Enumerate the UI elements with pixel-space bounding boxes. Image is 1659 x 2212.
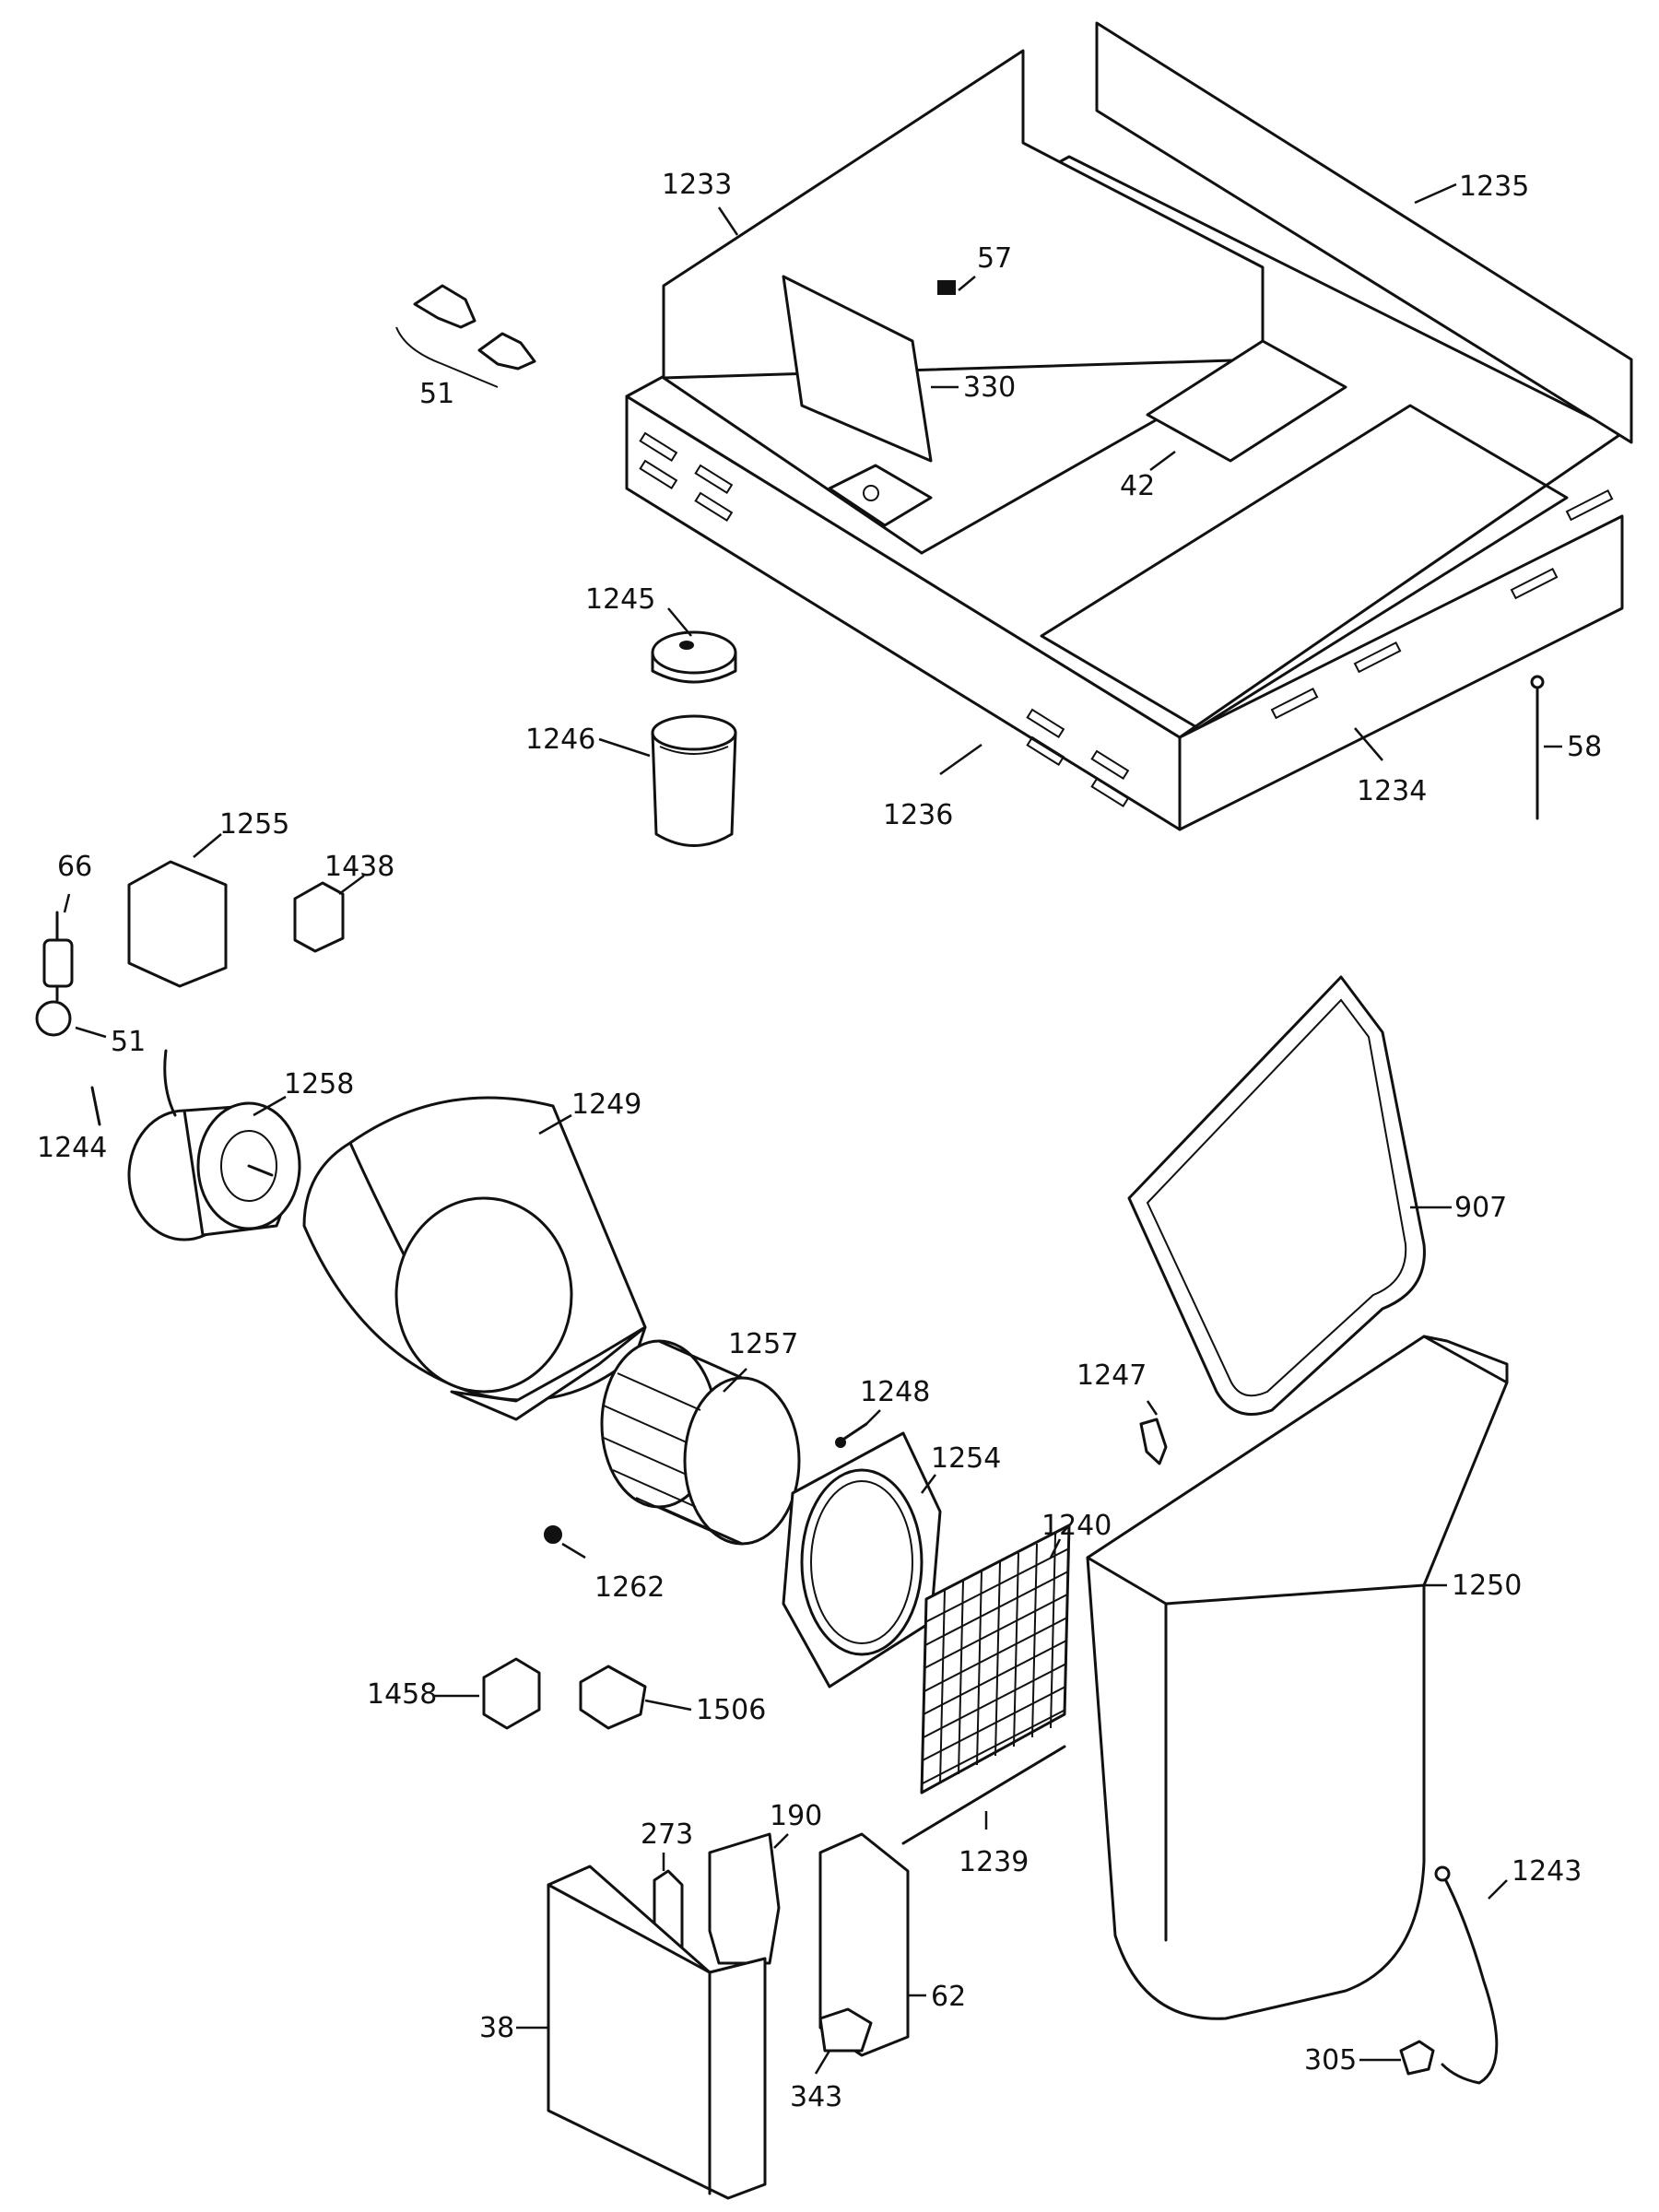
plug-connector-b bbox=[579, 1665, 647, 1730]
callout-1244: 1244 bbox=[37, 1132, 107, 1164]
plug-connector-a bbox=[482, 1657, 541, 1730]
blower-housing bbox=[302, 1096, 647, 1421]
callout-1234: 1234 bbox=[1357, 775, 1427, 807]
callout-1240: 1240 bbox=[1041, 1510, 1112, 1542]
callout-190: 190 bbox=[770, 1800, 822, 1832]
callout-1258: 1258 bbox=[284, 1068, 354, 1100]
leader-lines bbox=[63, 182, 1562, 2075]
callout-1255: 1255 bbox=[219, 808, 289, 841]
callout-1233: 1233 bbox=[662, 169, 732, 201]
screen-strip bbox=[901, 1745, 1066, 1845]
blower-wheel bbox=[600, 1339, 801, 1546]
callout-1257: 1257 bbox=[728, 1328, 798, 1360]
callout-57: 57 bbox=[977, 242, 1012, 275]
callout-38: 38 bbox=[479, 2012, 514, 2044]
callout-1250: 1250 bbox=[1452, 1570, 1522, 1602]
callout-1248: 1248 bbox=[860, 1376, 930, 1408]
callout-1236: 1236 bbox=[883, 799, 953, 831]
jar bbox=[651, 714, 737, 847]
wire-screen bbox=[920, 1524, 1071, 1794]
callout-1254: 1254 bbox=[931, 1442, 1001, 1475]
gasket-clip bbox=[1139, 1418, 1168, 1465]
relay-block bbox=[293, 881, 345, 953]
clip-pair bbox=[395, 284, 536, 388]
callout-51-left: 51 bbox=[111, 1026, 146, 1058]
callout-42: 42 bbox=[1120, 470, 1155, 502]
callout-1246: 1246 bbox=[525, 724, 595, 756]
callout-51: 51 bbox=[419, 378, 454, 410]
callout-62: 62 bbox=[931, 1981, 966, 2013]
callout-1245: 1245 bbox=[585, 583, 655, 616]
callout-1243: 1243 bbox=[1512, 1855, 1582, 1888]
callout-66: 66 bbox=[57, 851, 92, 883]
tie-rod bbox=[1530, 675, 1545, 820]
callout-1458: 1458 bbox=[367, 1678, 437, 1711]
jar-lid bbox=[651, 630, 737, 684]
callout-58: 58 bbox=[1567, 731, 1602, 763]
callout-1506: 1506 bbox=[696, 1694, 766, 1726]
sensor-wire bbox=[1434, 1865, 1499, 2085]
callout-1235: 1235 bbox=[1459, 171, 1529, 203]
callout-1247: 1247 bbox=[1077, 1359, 1147, 1392]
wire-connector bbox=[1399, 2040, 1435, 2076]
terminal-assembly bbox=[35, 911, 74, 1037]
gasket bbox=[1127, 975, 1426, 1416]
callout-343: 343 bbox=[790, 2081, 842, 2113]
blower-motor bbox=[127, 1049, 301, 1241]
motor-screw bbox=[90, 1086, 101, 1126]
mounting-ring bbox=[782, 1431, 942, 1688]
callout-1239: 1239 bbox=[959, 1846, 1029, 1878]
base-frame-assembly bbox=[625, 21, 1633, 831]
callout-330: 330 bbox=[963, 371, 1016, 404]
control-cover bbox=[547, 1865, 767, 2200]
callout-1249: 1249 bbox=[571, 1088, 641, 1121]
air-duct bbox=[1086, 1335, 1509, 2020]
nut bbox=[544, 1525, 562, 1544]
callout-1262: 1262 bbox=[594, 1571, 665, 1604]
callout-1438: 1438 bbox=[324, 851, 394, 883]
control-bracket bbox=[708, 1832, 781, 1965]
callout-labels: 1233 1235 57 51 330 42 1245 1246 1236 12… bbox=[37, 169, 1602, 2113]
callout-305: 305 bbox=[1304, 2044, 1357, 2077]
switch-bracket bbox=[127, 860, 228, 988]
wheel-set-screw bbox=[835, 1422, 868, 1448]
callout-273: 273 bbox=[641, 1818, 693, 1851]
board-relay bbox=[818, 2007, 873, 2053]
callout-907: 907 bbox=[1454, 1192, 1507, 1224]
